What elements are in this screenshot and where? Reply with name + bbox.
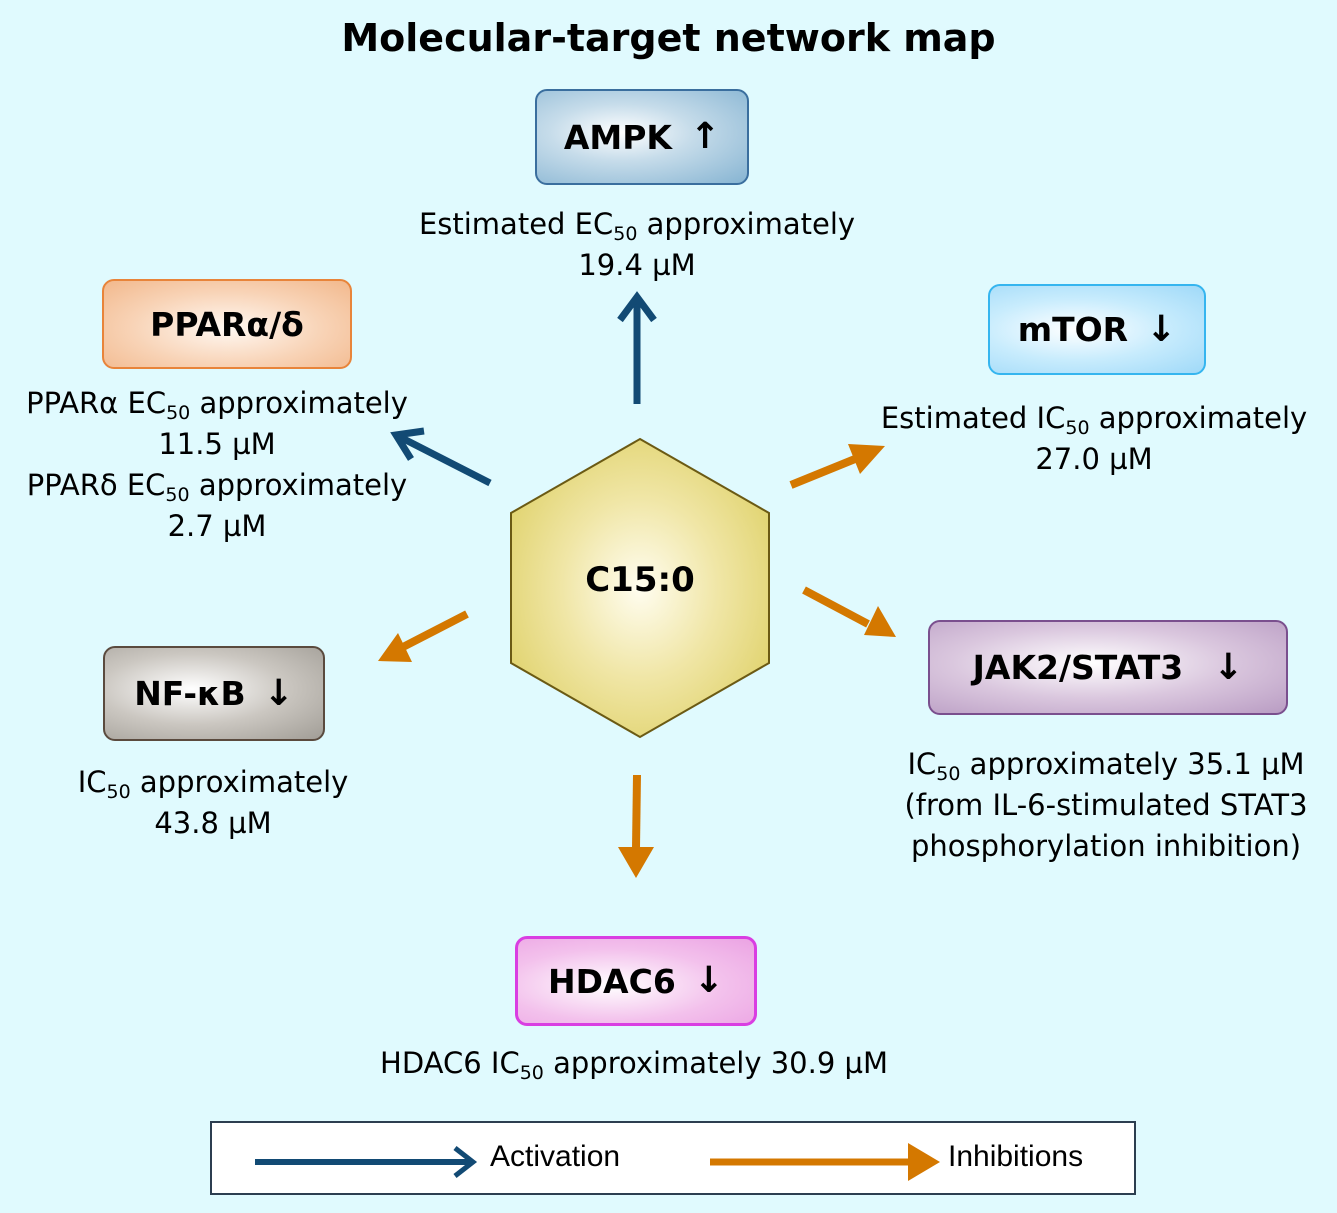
annotation-text: approximately [637, 207, 856, 241]
annotation-line: IC50 approximately [0, 762, 426, 803]
node-hdac6-label: HDAC6 [548, 961, 676, 1001]
subscript: 50 [519, 1062, 544, 1084]
jak2-stat3-annotation: IC50 approximately 35.1 µM(from IL-6-sti… [856, 744, 1337, 867]
arrow-to-hdac [618, 774, 654, 878]
center-label: C15:0 [585, 560, 695, 600]
node-jak2-stat3-label: JAK2/STAT3 [972, 648, 1184, 687]
annotation-text: 27.0 µM [1035, 442, 1153, 476]
annotation-line: Estimated EC50 approximately [387, 204, 887, 245]
subscript: 50 [613, 223, 638, 245]
annotation-text: 2.7 µM [167, 509, 267, 543]
node-ampk: AMPK ↑ [535, 89, 749, 185]
up-arrow-icon: ↑ [689, 116, 721, 157]
subscript: 50 [1065, 417, 1090, 439]
annotation-text: approximately [1089, 401, 1308, 435]
annotation-line: 27.0 µM [844, 439, 1337, 480]
annotation-text: approximately [190, 386, 408, 420]
annotation-text: approximately 35.1 µM [960, 747, 1305, 781]
diagram-title: Molecular-target network map [341, 16, 996, 60]
arrow-to-nfkb [378, 610, 469, 662]
node-jak2-stat3: JAK2/STAT3 ↓ [928, 620, 1288, 715]
annotation-line: 11.5 µM [0, 424, 434, 465]
subscript: 50 [936, 763, 961, 785]
annotation-line: 43.8 µM [0, 803, 426, 844]
arrow-to-ppar [390, 427, 492, 487]
annotation-line: PPARδ EC50 approximately [0, 465, 434, 506]
annotation-line: IC50 approximately 35.1 µM [856, 744, 1337, 785]
node-ampk-label: AMPK [563, 117, 672, 157]
node-hdac6: HDAC6 ↓ [515, 936, 757, 1026]
legend-inhibition-label: Inhibitions [948, 1140, 1084, 1173]
node-mtor: mTOR ↓ [988, 284, 1206, 375]
annotation-text: HDAC6 IC [380, 1046, 520, 1080]
arrow-to-jak [802, 586, 896, 637]
center-hexagon [510, 437, 770, 739]
legend-activation-label: Activation [490, 1140, 621, 1173]
annotation-text: approximately [130, 765, 349, 799]
down-arrow-icon: ↓ [263, 672, 294, 714]
node-nfkb: NF-κB ↓ [103, 646, 325, 741]
annotation-line: 19.4 µM [387, 245, 887, 286]
annotation-line: 2.7 µM [0, 506, 434, 547]
node-ppar-label: PPARα/δ [150, 304, 304, 344]
annotation-text: approximately [189, 468, 408, 502]
down-arrow-icon: ↓ [1213, 646, 1244, 688]
subscript: 50 [166, 402, 191, 424]
hdac6-annotation: HDAC6 IC50 approximately 30.9 µM [284, 1043, 984, 1084]
annotation-line: phosphorylation inhibition) [856, 826, 1337, 867]
annotation-text: IC [77, 765, 107, 799]
legend-activation-arrow [255, 1146, 478, 1178]
annotation-line: HDAC6 IC50 approximately 30.9 µM [284, 1043, 984, 1084]
annotation-text: PPARδ EC [26, 468, 166, 502]
node-ppar: PPARα/δ [102, 279, 352, 369]
node-nfkb-label: NF-κB [134, 674, 246, 713]
annotation-text: 19.4 µM [578, 248, 696, 282]
legend: Activation Inhibitions [210, 1121, 1136, 1195]
annotation-text: IC [907, 747, 937, 781]
annotation-text: approximately 30.9 µM [543, 1046, 888, 1080]
annotation-text: 11.5 µM [158, 427, 276, 461]
subscript: 50 [106, 781, 131, 803]
annotation-text: 43.8 µM [154, 806, 272, 840]
annotation-line: Estimated IC50 approximately [844, 398, 1337, 439]
annotation-text: Estimated IC [880, 401, 1066, 435]
down-arrow-icon: ↓ [1146, 308, 1177, 350]
subscript: 50 [165, 484, 190, 506]
arrow-to-mtor [789, 444, 885, 489]
annotation-text: Estimated EC [418, 207, 614, 241]
annotation-line: (from IL-6-stimulated STAT3 [856, 785, 1337, 826]
annotation-text: phosphorylation inhibition) [910, 829, 1302, 863]
annotation-text: PPARα EC [26, 386, 167, 420]
node-mtor-label: mTOR [1017, 310, 1129, 349]
legend-swatches [255, 1143, 940, 1181]
annotation-line: PPARα EC50 approximately [0, 383, 434, 424]
annotation-text: (from IL-6-stimulated STAT3 [904, 788, 1308, 822]
arrow-to-ampk [617, 291, 657, 404]
down-arrow-icon: ↓ [693, 960, 724, 1001]
legend-inhibition-arrow [710, 1143, 940, 1181]
